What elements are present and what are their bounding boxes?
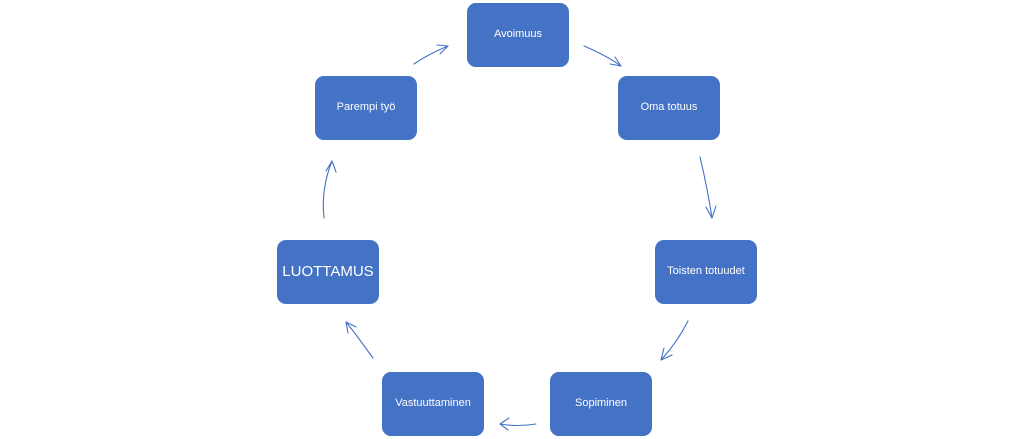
arrow-parempi-tyo-to-avoimuus [413, 44, 449, 65]
arrow-vastuuttaminen-to-luottamus [345, 321, 374, 359]
arrow-avoimuus-to-oma-totuus [583, 45, 622, 67]
node-oma-totuus: Oma totuus [618, 76, 720, 140]
node-sopiminen: Sopiminen [550, 372, 652, 436]
node-toisten-totuudet: Toisten totuudet [655, 240, 757, 304]
node-oma-totuus-label: Oma totuus [640, 101, 698, 114]
node-parempi-tyo-label: Parempi työ [336, 101, 396, 114]
node-parempi-tyo: Parempi työ [315, 76, 417, 140]
arrow-toisten-totuudet-to-sopiminen [660, 320, 689, 361]
node-vastuuttaminen: Vastuuttaminen [382, 372, 484, 436]
node-avoimuus: Avoimuus [467, 3, 569, 67]
node-vastuuttaminen-label: Vastuuttaminen [395, 397, 471, 410]
node-toisten-totuudet-label: Toisten totuudet [667, 265, 745, 278]
node-luottamus-label: LUOTTAMUS [282, 263, 374, 280]
arrow-oma-totuus-to-toisten-totuudet [699, 156, 717, 219]
arrow-luottamus-to-parempi-tyo [322, 160, 337, 219]
node-sopiminen-label: Sopiminen [575, 397, 627, 410]
arrow-sopiminen-to-vastuuttaminen [499, 417, 537, 431]
node-avoimuus-label: Avoimuus [493, 28, 543, 41]
node-luottamus: LUOTTAMUS [277, 240, 379, 304]
